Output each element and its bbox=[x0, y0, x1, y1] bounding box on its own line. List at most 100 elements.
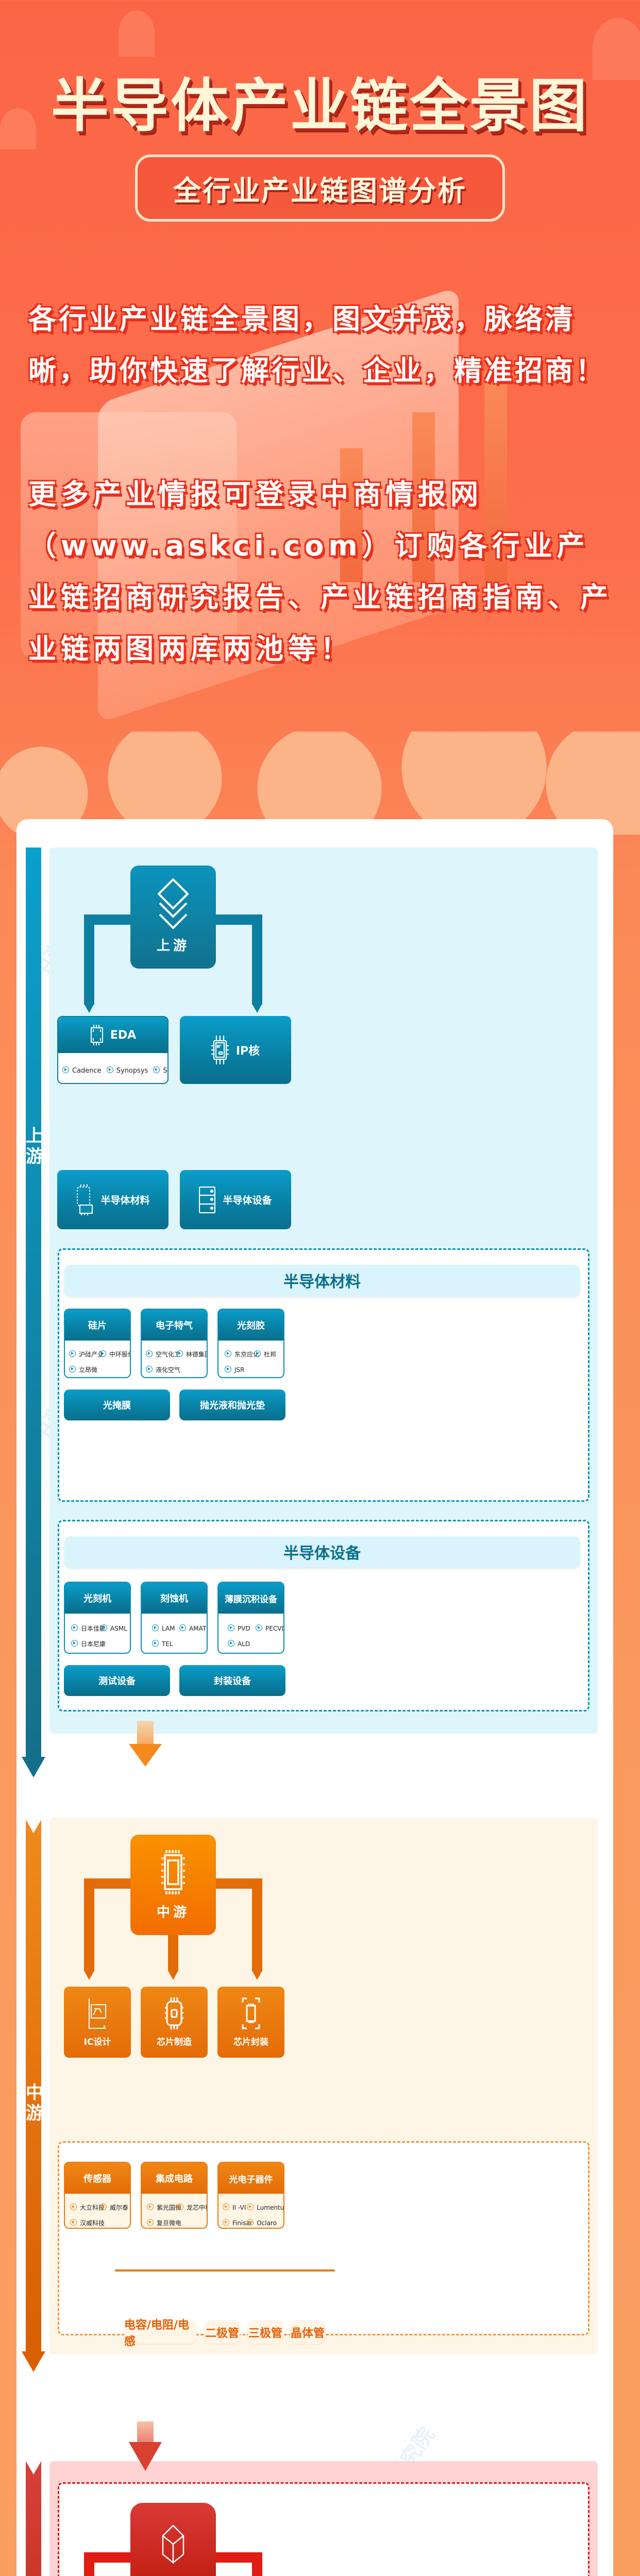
company-item[interactable]: ASML bbox=[100, 1621, 130, 1636]
flow-pipe bbox=[84, 2552, 94, 2576]
company-list: LAM AMAT TEL bbox=[142, 1614, 207, 1652]
discrete-devices-card[interactable]: 半导体分立器件 bbox=[115, 2269, 335, 2272]
polishing-tile[interactable]: 抛光液和抛光垫 bbox=[179, 1389, 285, 1420]
eda-card[interactable]: EDA Cadence Synopsys Siemens EDA bbox=[57, 1016, 169, 1084]
company-name: 威尔泰 bbox=[110, 2204, 129, 2211]
company-item[interactable]: II -VI bbox=[223, 2200, 247, 2215]
company-name: 大立科技 bbox=[80, 2204, 105, 2211]
bullet-icon bbox=[69, 1350, 76, 1357]
down-arrow-icon bbox=[252, 1971, 262, 1980]
company-item[interactable]: Cadence bbox=[62, 1063, 102, 1079]
upstream-stage-label: 上游 bbox=[26, 1126, 43, 1167]
company-item[interactable]: AMAT bbox=[179, 1621, 207, 1636]
photomask-tile[interactable]: 光掩膜 bbox=[64, 1389, 170, 1420]
company-item[interactable]: 液化空气 bbox=[146, 1362, 180, 1377]
company-item[interactable]: JSR bbox=[225, 1362, 254, 1377]
company-list: 日本佳能 ASML 日本尼康 bbox=[65, 1614, 130, 1652]
midstream-tile-ic-design[interactable]: x IC设计 bbox=[64, 1987, 131, 2058]
company-item[interactable]: 大立科技 bbox=[70, 2200, 105, 2215]
flow-arrow-red bbox=[137, 2421, 154, 2443]
equipment-card-deposition[interactable]: 薄膜沉积设备 PVD PECVD ALD bbox=[217, 1582, 284, 1654]
bullet-icon bbox=[106, 1066, 113, 1073]
discrete-type-pill[interactable]: 电容/电阻/电感 bbox=[124, 2319, 196, 2348]
company-item[interactable]: Lumentum bbox=[247, 2200, 283, 2215]
company-item[interactable]: Siemens EDA bbox=[153, 1063, 167, 1079]
bullet-icon bbox=[176, 1350, 183, 1357]
flow-pipe bbox=[216, 1878, 262, 1889]
company-item[interactable]: LAM bbox=[152, 1621, 179, 1636]
company-item[interactable]: 复旦微电 bbox=[147, 2215, 181, 2228]
packaging-equipment-tile[interactable]: 封装设备 bbox=[179, 1665, 285, 1696]
cloud-decoration bbox=[593, 18, 640, 80]
company-name: JSR bbox=[234, 1366, 245, 1374]
company-name: 日本尼康 bbox=[81, 1640, 106, 1648]
equipment-card-lithography[interactable]: 光刻机 日本佳能 ASML 日本尼康 bbox=[64, 1582, 131, 1654]
card-title: 传感器 bbox=[65, 2163, 130, 2194]
company-item[interactable]: 日本尼康 bbox=[71, 1636, 106, 1652]
company-item[interactable]: 威尔泰 bbox=[100, 2200, 130, 2215]
company-name: ASML bbox=[110, 1625, 127, 1632]
bullet-icon bbox=[247, 2204, 254, 2210]
company-item[interactable]: 汉威科技 bbox=[70, 2215, 105, 2228]
flow-pipe bbox=[252, 914, 262, 1005]
company-name: 液化空气 bbox=[156, 1366, 181, 1374]
company-item[interactable]: ALD bbox=[228, 1636, 256, 1652]
midstream-hub[interactable]: 中游 bbox=[130, 1835, 216, 1935]
equipment-card-etching[interactable]: 刻蚀机 LAM AMAT TEL bbox=[141, 1582, 208, 1654]
cloud-band bbox=[0, 732, 640, 835]
company-item[interactable]: TEL bbox=[152, 1636, 179, 1652]
bullet-icon bbox=[225, 1366, 231, 1372]
company-item[interactable]: 空气化工 bbox=[146, 1347, 180, 1362]
semiconductor-equipment-tile[interactable]: 半导体设备 bbox=[180, 1170, 291, 1229]
company-item[interactable]: Oclaro bbox=[247, 2215, 283, 2228]
company-item[interactable]: 东京应化 bbox=[225, 1347, 259, 1362]
company-item[interactable]: PECVD bbox=[256, 1621, 283, 1636]
company-item[interactable]: Finisar bbox=[223, 2215, 252, 2228]
bullet-icon bbox=[179, 1624, 186, 1631]
circuit-design-icon: x bbox=[89, 1998, 106, 2029]
midstream-tile-chip-packaging[interactable]: 芯片封装 bbox=[217, 1987, 284, 2058]
midstream-card-optoelectronic[interactable]: 光电子器件 II -VI Lumentum Finisar Oclaro bbox=[217, 2162, 284, 2229]
flow-pipe bbox=[216, 914, 262, 925]
material-card-specialty-gas[interactable]: 电子特气 空气化工 林德集团 液化空气 bbox=[141, 1309, 208, 1378]
company-item[interactable]: 紫光国微 bbox=[147, 2200, 181, 2215]
layers-icon bbox=[158, 878, 189, 929]
downstream-hub[interactable]: 下游 bbox=[130, 2503, 216, 2576]
material-card-wafer[interactable]: 硅片 沪硅产业 中环股份 立昂微 bbox=[64, 1309, 131, 1378]
discrete-type-pill[interactable]: 二极管 bbox=[205, 2321, 240, 2344]
company-item[interactable]: 立昂微 bbox=[69, 1362, 99, 1377]
midstream-tile-chip-manufacturing[interactable]: 芯片制造 bbox=[141, 1987, 208, 2058]
down-arrow-icon bbox=[252, 1004, 262, 1013]
cloud-decoration bbox=[0, 108, 36, 149]
company-name: 林德集团 bbox=[186, 1351, 207, 1358]
company-item[interactable]: 杜邦 bbox=[254, 1347, 283, 1362]
company-item[interactable]: 龙芯中科 bbox=[177, 2200, 207, 2215]
midstream-card-ic[interactable]: 集成电路 紫光国微 龙芯中科 复旦微电 bbox=[141, 2162, 208, 2229]
company-item[interactable]: 林德集团 bbox=[176, 1347, 207, 1362]
discrete-type-pill[interactable]: 三极管 bbox=[248, 2321, 283, 2344]
flow-pipe bbox=[168, 1935, 178, 1971]
company-item[interactable]: Synopsys bbox=[106, 1063, 148, 1079]
company-item[interactable]: PVD bbox=[228, 1621, 256, 1636]
semiconductor-materials-tile[interactable]: 半导体材料 bbox=[57, 1170, 169, 1229]
bullet-icon bbox=[62, 1066, 69, 1073]
midstream-card-sensor[interactable]: 传感器 大立科技 威尔泰 汉威科技 bbox=[64, 2162, 131, 2229]
company-item[interactable]: 日本佳能 bbox=[71, 1621, 106, 1636]
material-card-photoresist[interactable]: 光刻胶 东京应化 杜邦 JSR bbox=[217, 1309, 284, 1378]
bullet-icon bbox=[254, 1350, 261, 1357]
company-item[interactable]: 中环股份 bbox=[99, 1347, 130, 1362]
bullet-icon bbox=[177, 2204, 183, 2210]
card-title: 薄膜沉积设备 bbox=[218, 1583, 283, 1614]
test-equipment-tile[interactable]: 测试设备 bbox=[64, 1665, 170, 1696]
bullet-icon bbox=[147, 2204, 154, 2210]
ip-core-tile[interactable]: IP核 bbox=[180, 1016, 291, 1084]
company-item[interactable]: 沪硅产业 bbox=[69, 1347, 104, 1362]
notch bbox=[26, 2461, 41, 2475]
upstream-hub[interactable]: 上游 bbox=[130, 866, 216, 969]
discrete-type-pill[interactable]: 晶体管 bbox=[290, 2321, 325, 2344]
flow-pipe bbox=[84, 1878, 94, 1971]
card-title: 光电子器件 bbox=[218, 2163, 283, 2194]
bullet-icon bbox=[146, 1366, 153, 1372]
card-title: 光刻胶 bbox=[218, 1310, 283, 1341]
flow-pipe bbox=[84, 2552, 130, 2563]
